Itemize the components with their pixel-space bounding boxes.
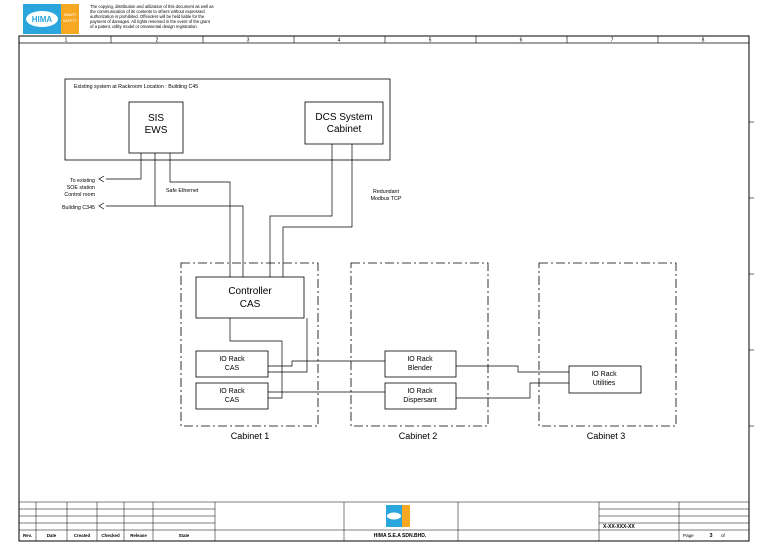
smart-safety-badge [61,4,79,34]
footer-badge [402,505,410,527]
existing-system-title: Existing system at Rackroom Location : B… [74,84,198,90]
column-label: 6 [520,38,523,44]
sis-ews-label-line2: EWS [145,125,168,136]
column-label: 5 [429,38,432,44]
cabinet-2-outline [350,262,489,427]
column-label: 7 [611,38,614,44]
soe-link-upper [106,153,142,180]
cabinet-1-outline [180,262,319,427]
dcs-cabinet-label-line1: DCS System [315,112,372,123]
badge-line1: SMART [64,13,77,17]
copyright-line-2: the communication of its contents to oth… [90,9,205,14]
dcs-cabinet-label-line2: Cabinet [327,124,362,135]
of-label: of [721,533,726,538]
soe-link-lower [106,153,156,207]
column-label: 3 [247,38,250,44]
io-rack-blender-line1: IO Rack [407,356,433,363]
column-label: 8 [702,38,705,44]
cabinets: Cabinet 1 Cabinet 2 Cabinet 3 [180,262,677,441]
io-rack-dispersant-line1: IO Rack [407,388,433,395]
column-label: 2 [156,38,159,44]
io-rack-cas-1-box[interactable] [195,350,269,378]
io-rack-blender-line2: Blender [408,365,433,372]
controller-label-line1: Controller [228,286,272,297]
io-rack-cas-2-line2: CAS [225,397,240,404]
link-labels: To existing SOE station Control room Bui… [62,178,402,211]
io-rack-cas-2-line1: IO Rack [219,388,245,395]
sis-ews-label-line1: SIS [148,113,164,124]
modbus-link-1 [269,144,333,277]
io-rack-dispersant-line2: Dispersant [403,397,437,404]
io-bus-2 [268,318,308,373]
io-rack-dispersant-box[interactable] [384,382,457,410]
io-rack-utilities-box[interactable] [568,365,642,394]
title-col-release: Release [130,533,147,538]
safe-ethernet-link-1 [169,153,231,277]
soe-note-line3: Control room [64,192,95,198]
components: Controller CAS IO Rack CAS IO Rack CAS I… [195,276,642,410]
page-label: Page [683,533,694,538]
title-block-text: Rev. Date Created Checked Release State … [23,505,726,539]
title-col-created: Created [74,533,91,538]
redundant-modbus-line2: Modbus TCP [371,196,402,202]
io-bus-1 [229,318,283,399]
existing-system-group: Existing system at Rackroom Location : B… [64,78,391,161]
sis-ews-box[interactable] [128,101,184,154]
page-number: 3 [709,533,712,539]
copyright-line-3: authorization is prohibited. Offenders w… [90,14,205,19]
title-col-date: Date [47,533,57,538]
io-rack-blender-box[interactable] [384,350,457,378]
io-rack-cas-2-box[interactable] [195,382,269,410]
column-label: 4 [338,38,341,44]
io-bus-blender [268,360,385,367]
connections [98,144,569,399]
utilities-link-1 [456,365,569,373]
soe-note-line4: Building C345 [62,205,95,211]
soe-note-line2: SOE station [67,185,95,191]
dcs-cabinet-box[interactable] [304,101,384,145]
company-name: HIMA S.E.A SDN.BHD. [374,533,427,539]
cabinet-3-label: Cabinet 3 [587,431,626,441]
hima-logo-text: HIMA [32,15,53,24]
document-number: X-XX-XXX-XX [603,524,635,530]
cabinet-3-outline [538,262,677,427]
title-block [19,501,749,541]
safe-ethernet-link-2 [155,205,244,277]
io-rack-utilities-line2: Utilities [593,380,616,387]
title-col-state: State [179,533,190,538]
soe-note-line1: To existing [70,178,95,184]
io-rack-cas-1-line2: CAS [225,365,240,372]
title-col-rev: Rev. [23,533,32,538]
frame-border [18,35,750,542]
io-rack-cas-1-line1: IO Rack [219,356,245,363]
soe-arrow-upper [98,175,105,183]
drawing-frame: 1 2 3 4 5 6 7 8 [18,35,754,542]
safe-ethernet-label: Safe Ethernet [166,188,199,194]
controller-cas-box[interactable] [195,276,305,319]
io-rack-utilities-line1: IO Rack [591,371,617,378]
modbus-link-2 [282,144,353,277]
redundant-modbus-line1: Redundant [373,189,399,195]
title-col-checked: Checked [101,533,120,538]
utilities-link-2 [456,382,569,399]
badge-line2: SAFETY [63,19,78,23]
column-label: 1 [65,38,68,44]
copyright-line-4: payment of damages. All rights reserved … [90,19,211,24]
controller-label-line2: CAS [240,299,261,310]
existing-system-box [64,78,391,161]
hima-logo-oval [26,11,58,27]
cabinet-2-label: Cabinet 2 [399,431,438,441]
cabinet-1-label: Cabinet 1 [231,431,270,441]
header: HIMA SMART SAFETY The copying, distribut… [23,4,214,34]
copyright-line-5: of a patent, utility model or ornamental… [90,24,198,29]
soe-arrow-lower [98,202,105,210]
footer-logo-oval [387,512,401,520]
copyright-line-1: The copying, distribution and utilizatio… [90,4,214,9]
